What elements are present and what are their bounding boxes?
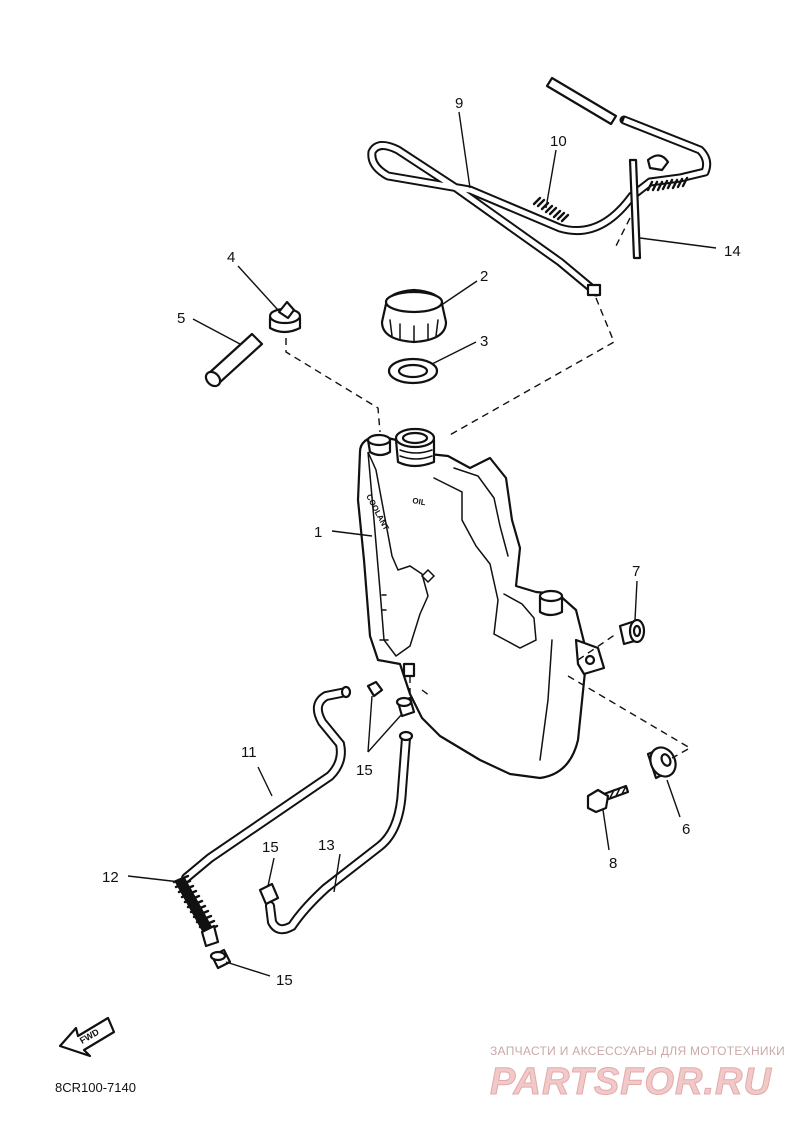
callout-6: 6	[682, 821, 690, 838]
callout-10: 10	[550, 133, 567, 150]
gasket-part-3	[387, 357, 439, 385]
collar-part-7	[618, 618, 646, 646]
oil-label: OIL	[412, 496, 427, 507]
overflow-hose-part-11	[181, 685, 352, 883]
forward-arrow-icon: FWD	[58, 1016, 116, 1058]
clip-part-15-lower	[209, 948, 232, 970]
small-cap-part-4	[268, 300, 302, 334]
watermark: ЗАПЧАСТИ И АКСЕССУАРЫ ДЛЯ МОТОТЕХНИКИ PA…	[490, 1044, 785, 1104]
bolt-part-8	[586, 784, 630, 814]
watermark-tagline: ЗАПЧАСТИ И АКСЕССУАРЫ ДЛЯ МОТОТЕХНИКИ	[490, 1044, 785, 1058]
callout-4: 4	[227, 249, 235, 266]
drawing-code: 8CR100-7140	[55, 1080, 136, 1095]
spring-part-12	[172, 874, 220, 948]
watermark-brand: PARTSFOR.RU	[490, 1061, 772, 1103]
callout-15-lower: 15	[276, 972, 293, 989]
callout-3: 3	[480, 333, 488, 350]
callout-9: 9	[455, 95, 463, 112]
callout-2: 2	[480, 268, 488, 285]
drain-hose-part-13	[265, 730, 414, 935]
assembly-guide-lines	[285, 217, 692, 759]
callout-5: 5	[177, 310, 185, 327]
callout-15-upper: 15	[356, 762, 373, 779]
tank-cap-part-2	[380, 288, 448, 344]
callout-7: 7	[632, 563, 640, 580]
callout-1: 1	[314, 524, 322, 541]
reservoir-tank-part-1: OIL COOLANT	[356, 427, 606, 780]
callout-14: 14	[724, 243, 741, 260]
callout-13: 13	[318, 837, 335, 854]
callout-11: 11	[241, 744, 257, 761]
clip-part-15-middle	[258, 882, 280, 906]
spring-part-10	[532, 176, 689, 223]
callout-8: 8	[609, 855, 617, 872]
callout-leaders	[127, 111, 717, 977]
bracket-part-14	[628, 154, 670, 260]
damper-part-6	[646, 746, 677, 780]
clip-part-15-upper	[366, 680, 416, 718]
callout-15-middle: 15	[262, 839, 279, 856]
callout-numbers: 1 2 3 4 5 6 7 8 9 10 11 12 13 14 15 15 1…	[102, 95, 741, 989]
breather-hose-part-9	[367, 76, 712, 297]
callout-12: 12	[102, 869, 119, 886]
pipe-part-5	[204, 332, 264, 388]
